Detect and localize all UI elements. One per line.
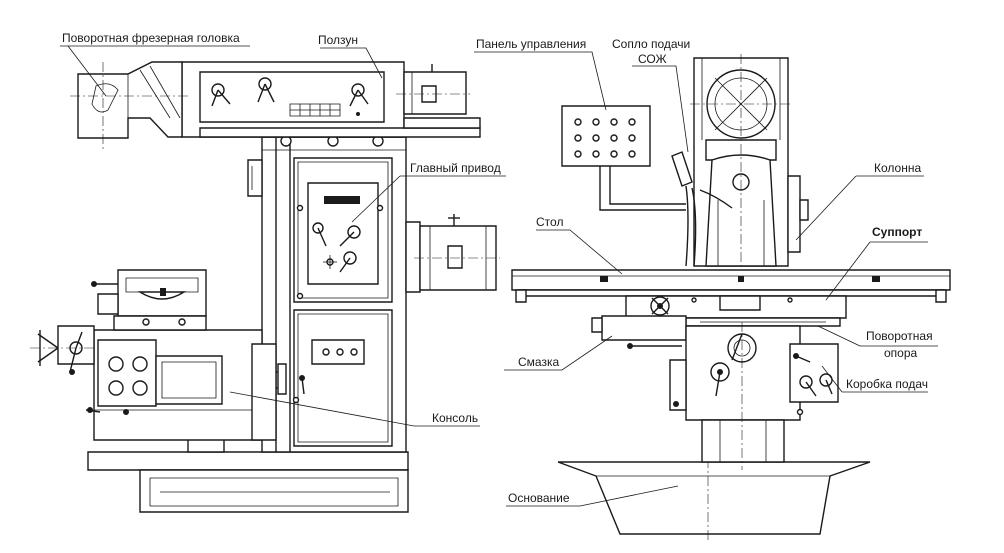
side-view: [30, 61, 500, 513]
label-lubrication: Смазка: [518, 355, 559, 369]
front-support: [625, 295, 847, 319]
front-swivel-support: [685, 317, 841, 327]
main-drive-panel: [293, 157, 393, 303]
label-feed-box: Коробка подач: [846, 377, 928, 391]
label-ram: Ползун: [318, 33, 358, 47]
side-table: [91, 269, 207, 331]
front-view: [511, 54, 951, 540]
label-main-drive: Главный привод: [410, 161, 501, 175]
side-handwheel: [30, 325, 96, 375]
label-swivel-line2: опора: [884, 346, 918, 360]
label-control-panel: Панель управления: [476, 37, 586, 51]
label-column: Колонна: [874, 161, 921, 175]
label-coolant-nozzle-line2: СОЖ: [638, 52, 667, 66]
label-swivel-line1: Поворотная: [866, 329, 933, 343]
coolant-nozzle: [671, 151, 733, 267]
front-table: [511, 269, 951, 303]
front-feed-box: [789, 343, 839, 416]
front-base: [557, 440, 871, 540]
front-column: [690, 54, 809, 290]
side-ram: [181, 61, 481, 138]
label-coolant-nozzle-line1: Сопло подачи: [612, 37, 690, 51]
front-console: [591, 315, 801, 470]
side-lower-door: [292, 309, 393, 447]
control-panel: [561, 105, 686, 211]
label-table: Стол: [536, 215, 563, 229]
side-base: [87, 429, 409, 513]
side-ram-motor: [396, 64, 470, 115]
label-milling-head: Поворотная фрезерная головка: [62, 31, 240, 45]
side-console: [85, 329, 287, 441]
labels: Поворотная фрезерная головка Ползун Глав…: [62, 31, 933, 505]
label-base: Основание: [508, 491, 570, 505]
leader-lines: [60, 45, 938, 507]
swivel-milling-head: [70, 61, 190, 152]
label-console: Консоль: [432, 411, 478, 425]
side-right-motor: [405, 214, 500, 293]
label-support: Суппорт: [872, 225, 922, 239]
